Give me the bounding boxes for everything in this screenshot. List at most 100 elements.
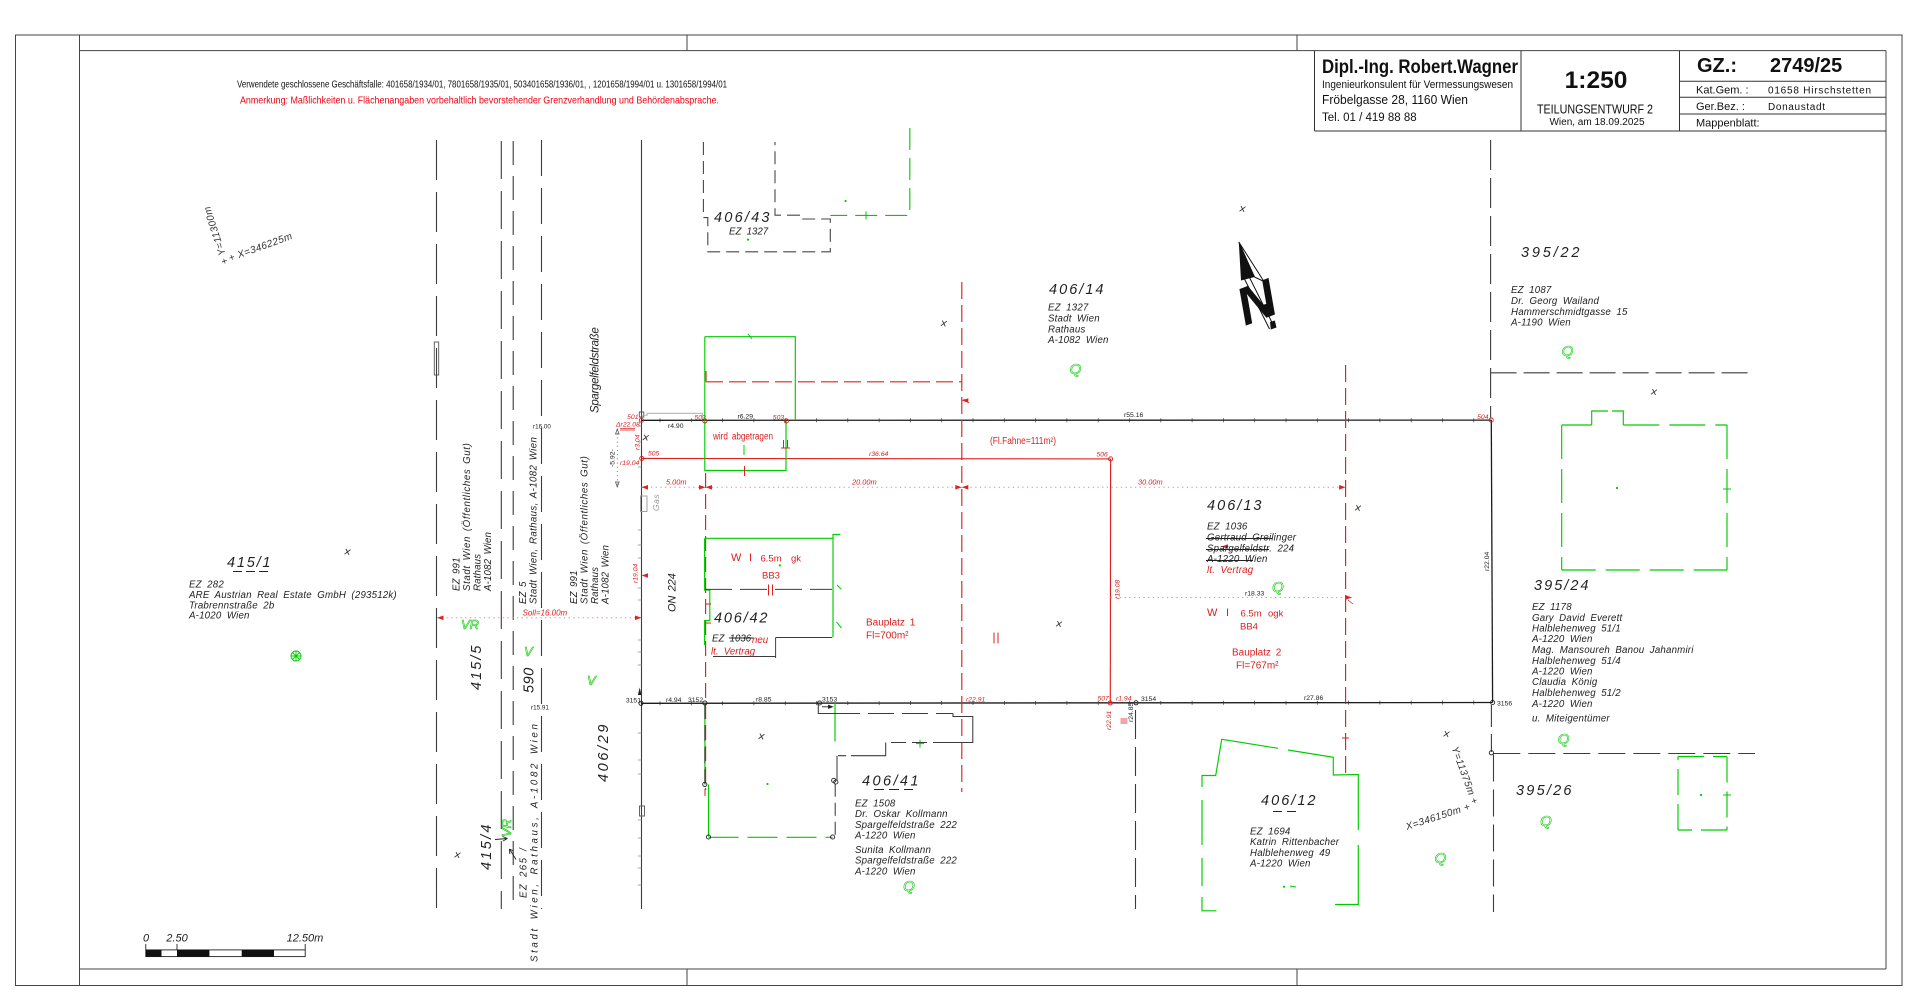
svg-text:Rathaus: Rathaus: [590, 567, 601, 604]
svg-text:ARE Austrian Real Estate GmbH: ARE Austrian Real Estate GmbH (293512k): [188, 590, 397, 601]
svg-text:BB4: BB4: [1240, 622, 1258, 633]
svg-text:BB3: BB3: [762, 571, 780, 582]
svg-text:3153: 3153: [822, 697, 837, 704]
svg-text:Bauplatz 1: Bauplatz 1: [866, 618, 916, 629]
svg-text:r4.90: r4.90: [668, 423, 684, 430]
svg-text:EZ 1087: EZ 1087: [1511, 285, 1552, 296]
svg-text:V: V: [524, 644, 534, 659]
svg-text:501: 501: [627, 414, 639, 421]
svg-text:Claudia König: Claudia König: [1532, 677, 1598, 688]
svg-text:Halblehenweg 51/1: Halblehenweg 51/1: [1532, 624, 1621, 635]
svg-text:EZ 265 /: EZ 265 /: [519, 847, 530, 898]
svg-text:Donaustadt: Donaustadt: [1768, 102, 1825, 113]
svg-text:Soll=16.00m: Soll=16.00m: [523, 609, 568, 618]
svg-text:EZ 1178: EZ 1178: [1532, 602, 1572, 613]
svg-text:-5.92-: -5.92-: [610, 449, 617, 467]
svg-text:406/41: 406/41: [862, 774, 919, 790]
svg-text:r55.16: r55.16: [1124, 412, 1143, 419]
svg-text:Dr. Georg Wailand: Dr. Georg Wailand: [1511, 296, 1599, 307]
svg-text:Gary David Everett: Gary David Everett: [1532, 613, 1624, 624]
svg-text:A-1220 Wien: A-1220 Wien: [854, 831, 916, 842]
svg-text:Trabrennstraße 2b: Trabrennstraße 2b: [189, 600, 275, 611]
svg-text:EZ 1036: EZ 1036: [1207, 522, 1248, 533]
svg-text:r6.29: r6.29: [738, 414, 754, 421]
svg-text:12.50m: 12.50m: [287, 933, 324, 945]
svg-text:Sunita Kollmann: Sunita Kollmann: [855, 845, 931, 856]
svg-text:r3.04: r3.04: [635, 434, 642, 450]
svg-text:Q: Q: [1558, 731, 1570, 748]
svg-text:Tel. 01 / 419 88 88: Tel. 01 / 419 88 88: [1322, 112, 1417, 124]
svg-text:506: 506: [1097, 451, 1109, 458]
svg-text:Wien, am 18.09.2025: Wien, am 18.09.2025: [1549, 117, 1644, 128]
svg-text:neu: neu: [752, 635, 769, 646]
svg-text:TEILUNGSENTWURF 2: TEILUNGSENTWURF 2: [1537, 102, 1653, 117]
svg-text:lt. Vertrag: lt. Vertrag: [711, 647, 756, 658]
svg-text:A-1220 Wien: A-1220 Wien: [1531, 634, 1593, 645]
svg-text:EZ 1327: EZ 1327: [1048, 303, 1089, 314]
svg-text:Gas: Gas: [651, 494, 661, 511]
svg-text:Ger.Bez. :: Ger.Bez. :: [1696, 101, 1745, 113]
svg-text:01658 Hirschstetten: 01658 Hirschstetten: [1768, 86, 1871, 97]
svg-text:r22.91: r22.91: [1106, 711, 1113, 730]
svg-text:Bauplatz 2: Bauplatz 2: [1232, 648, 1282, 659]
svg-text:Gertraud Greilinger: Gertraud Greilinger: [1207, 532, 1297, 543]
svg-text:W: W: [1207, 607, 1218, 619]
svg-text:395/24: 395/24: [1534, 578, 1589, 594]
svg-text:406/29: 406/29: [596, 724, 612, 782]
svg-text:Kat.Gem. :: Kat.Gem. :: [1696, 85, 1749, 97]
svg-text:406/13: 406/13: [1207, 498, 1262, 514]
svg-text:GZ.:: GZ.:: [1697, 55, 1737, 77]
svg-text:Spargelfeldstraße 222: Spargelfeldstraße 222: [855, 856, 957, 867]
svg-text:5.00m: 5.00m: [666, 478, 687, 487]
svg-text:1:250: 1:250: [1565, 67, 1628, 94]
svg-text:6.5m: 6.5m: [1241, 609, 1262, 620]
svg-text:Q: Q: [1435, 850, 1447, 867]
svg-text:EZ 1694: EZ 1694: [1250, 827, 1291, 838]
svg-text:6.5m: 6.5m: [761, 554, 782, 565]
svg-text:r16.00: r16.00: [533, 424, 551, 431]
svg-text:505: 505: [648, 450, 660, 457]
svg-text:406/14: 406/14: [1049, 282, 1104, 298]
svg-text:wird abgetragen: wird abgetragen: [712, 432, 773, 443]
svg-text:r27.86: r27.86: [1304, 695, 1323, 702]
svg-text:406/42: 406/42: [714, 611, 768, 627]
svg-text:A-1220 Wien: A-1220 Wien: [1249, 859, 1311, 870]
svg-text:u. Miteigentümer: u. Miteigentümer: [1532, 713, 1610, 724]
svg-text:VR: VR: [461, 617, 479, 632]
svg-text:2749/25: 2749/25: [1770, 55, 1842, 77]
svg-text:Anmerkung: Maßlichkeiten u. Fl: Anmerkung: Maßlichkeiten u. Flächenangab…: [240, 96, 719, 107]
svg-text:Spargelfeldstr. 224: Spargelfeldstr. 224: [1207, 543, 1295, 554]
svg-text:502: 502: [695, 414, 707, 421]
svg-text:Stadt Wien (Öffentliches Gut): Stadt Wien (Öffentliches Gut): [580, 456, 591, 604]
svg-text:EZ 991: EZ 991: [452, 557, 463, 591]
svg-text:EZ 1036: EZ 1036: [712, 634, 752, 645]
svg-text:ON 224: ON 224: [667, 573, 679, 612]
svg-text:Katrin Rittenbacher: Katrin Rittenbacher: [1250, 837, 1340, 848]
svg-text:EZ 282: EZ 282: [189, 580, 224, 591]
svg-text:A-1020 Wien: A-1020 Wien: [188, 611, 250, 622]
svg-text:Mappenblatt:: Mappenblatt:: [1696, 118, 1760, 130]
svg-text:A-1082 Wien: A-1082 Wien: [1047, 335, 1109, 346]
svg-text:Dr. Oskar Kollmann: Dr. Oskar Kollmann: [855, 809, 948, 820]
svg-text:Fl=767m²: Fl=767m²: [1236, 661, 1279, 672]
svg-text:2.50: 2.50: [165, 933, 188, 945]
svg-text:A-1082 Wien: A-1082 Wien: [601, 545, 612, 605]
svg-text:Ingenieurkonsulent für Vermess: Ingenieurkonsulent für Vermessungswesen: [1322, 79, 1513, 91]
svg-text:Q: Q: [1540, 813, 1552, 830]
svg-text:r24.85: r24.85: [1128, 703, 1135, 722]
svg-text:395/26: 395/26: [1516, 783, 1572, 799]
svg-text:V: V: [587, 673, 597, 688]
svg-text:Stadt Wien, Rathaus, A-1082 Wi: Stadt Wien, Rathaus, A-1082 Wien: [529, 437, 540, 604]
svg-text:Δr22.08: Δr22.08: [615, 422, 640, 429]
svg-text:A-1220 Wien: A-1220 Wien: [1206, 554, 1268, 565]
svg-text:415/5: 415/5: [469, 645, 485, 690]
svg-text:Rathaus: Rathaus: [473, 554, 484, 591]
svg-text:20.00m: 20.00m: [851, 478, 877, 487]
svg-text:Spargelfeldstraße: Spargelfeldstraße: [590, 327, 602, 413]
svg-text:30.00m: 30.00m: [1138, 478, 1163, 487]
svg-text:ogk: ogk: [1268, 609, 1284, 620]
svg-text:395/22: 395/22: [1521, 245, 1580, 261]
svg-text:3151: 3151: [626, 697, 641, 704]
svg-text:3152: 3152: [688, 697, 703, 704]
svg-text:3154: 3154: [1141, 696, 1156, 703]
